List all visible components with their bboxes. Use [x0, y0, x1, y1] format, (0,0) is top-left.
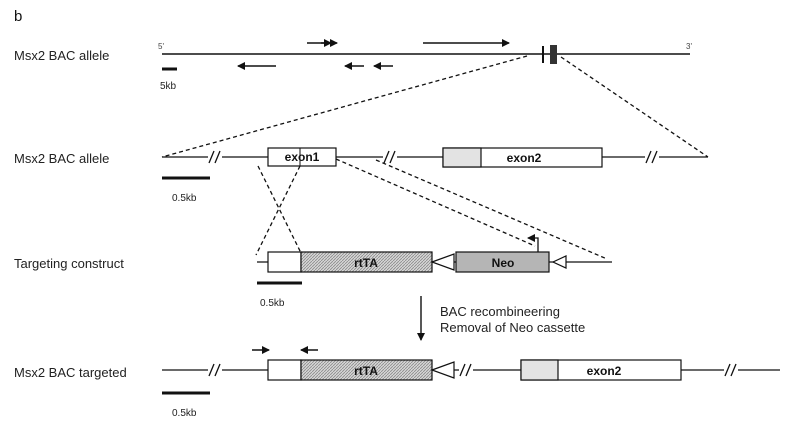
homology-line [257, 165, 303, 256]
exon2-label: exon2 [507, 151, 542, 165]
zoom-line-left [161, 55, 528, 158]
row-label-bac-targeted: Msx2 BAC targeted [14, 365, 127, 380]
homology-arm-box [267, 251, 302, 273]
break-mark [724, 363, 738, 377]
homology-line [255, 165, 301, 256]
break-mark [459, 363, 473, 377]
rtta-label: rtTA [354, 256, 378, 270]
homology-line [335, 158, 536, 247]
gene-mark-exon2 [550, 45, 557, 64]
rtta-label-targeted: rtTA [354, 364, 378, 378]
exon1-label: exon1 [285, 150, 320, 164]
three-prime-end: 3' [686, 42, 692, 51]
exon2-utr [442, 147, 482, 168]
break-mark [645, 150, 659, 164]
neo-label: Neo [492, 256, 515, 270]
homology-arm-box-targeted [267, 359, 302, 381]
break-mark [208, 150, 222, 164]
break-mark [383, 150, 397, 164]
exon2-label-targeted: exon2 [587, 364, 622, 378]
exon2-utr-targeted [520, 359, 559, 381]
scale-label-zoom: 0.5kb [172, 193, 197, 204]
panel-label: b [14, 8, 22, 25]
row-label-targeting-construct: Targeting construct [14, 256, 124, 271]
homology-line [375, 159, 608, 260]
step-line-2: Removal of Neo cassette [440, 320, 585, 335]
scale-label-construct: 0.5kb [260, 298, 285, 309]
zoom-line-right [560, 56, 709, 158]
break-mark [208, 363, 222, 377]
step-line-1: BAC recombineering [440, 304, 560, 319]
loxp-triangle-right [551, 255, 567, 269]
loxp-triangle-left [430, 253, 455, 271]
loxp-triangle-targeted [430, 361, 455, 379]
promoter-arrow [527, 234, 539, 252]
exon1-box [267, 147, 337, 167]
row-label-bac-allele-zoom: Msx2 BAC allele [14, 151, 109, 166]
row-label-bac-allele-top: Msx2 BAC allele [14, 48, 109, 63]
scale-label-top: 5kb [160, 81, 177, 92]
five-prime-end: 5' [158, 42, 164, 51]
scale-label-targeted: 0.5kb [172, 408, 197, 419]
neo-box [455, 251, 550, 273]
